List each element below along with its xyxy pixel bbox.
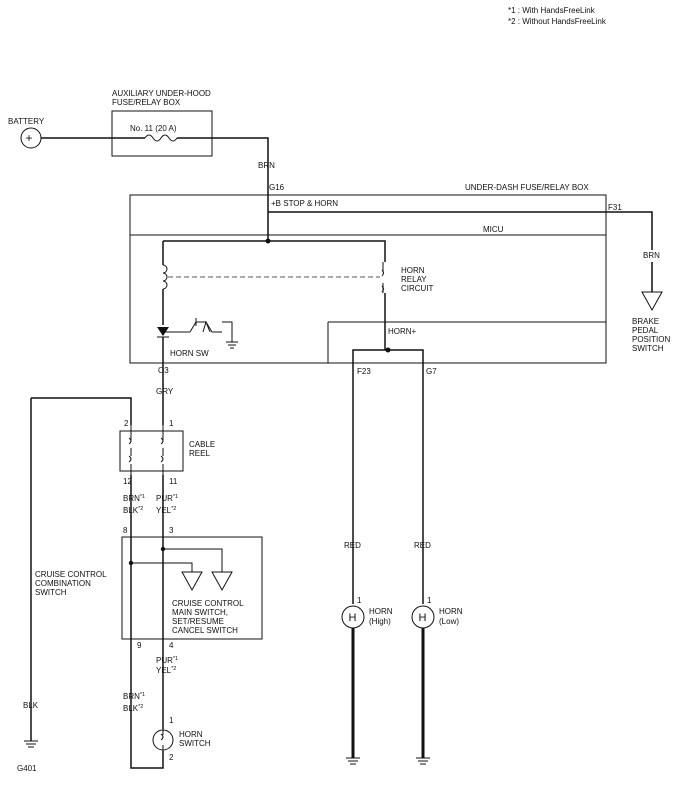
pin-4: 4 [169,641,174,650]
horn-low-pin-1: 1 [427,596,432,605]
aux-box-title-line2: FUSE/RELAY BOX [112,98,181,107]
horn-high-pin-1: 1 [357,596,362,605]
under-dash-box-title: UNDER-DASH FUSE/RELAY BOX [465,183,589,192]
wire-color-brn-battery: BRN [258,161,275,170]
horn-low-label-line1: HORN [439,607,463,616]
brake-switch-label-line3: POSITION [632,335,670,344]
horn-switch-pin-2: 2 [169,753,174,762]
relay-coil-icon [162,264,168,290]
pin-2: 2 [124,419,129,428]
wire-color-brn-b: BRN*1 [123,692,145,701]
horn-high-icon: H [341,605,365,629]
wire-color-gry: GRY [156,387,174,396]
horn-high-label-line2: (High) [369,617,391,626]
wire-color-brn-brake: BRN [643,251,660,260]
relay-contact-icon [381,262,384,293]
horn-low-ground-icon [416,757,430,765]
ground-g401-label: G401 [17,764,37,773]
fuse-icon [144,134,178,142]
pin-3: 3 [169,526,174,535]
horn-high-label-line1: HORN [369,607,393,616]
cruise-main-label-line1: CRUISE CONTROL [172,599,244,608]
transistor-icon [189,318,222,333]
cruise-main-label-line4: CANCEL SWITCH [172,626,238,635]
cruise-combo-label-line2: COMBINATION [35,579,91,588]
cable-reel-box [119,430,184,472]
wire-color-blk-a: BLK*2 [123,506,143,515]
circuit-stop-horn-label: +B STOP & HORN [271,199,338,208]
cruise-combo-label-line1: CRUISE CONTROL [35,570,107,579]
ground-g401-icon [24,740,38,748]
wire-color-red-low: RED [414,541,431,550]
wire-color-pur-a: PUR*1 [156,494,178,503]
svg-text:H: H [419,612,427,624]
pin-12: 12 [123,477,132,486]
battery-icon: + [20,127,42,149]
wire-color-pur-b: PUR*1 [156,656,178,665]
cruise-switch-icon-1 [181,571,203,592]
pin-11: 11 [169,477,178,486]
under-dash-fuse-relay-box [129,194,607,364]
cruise-combo-label-line3: SWITCH [35,588,67,597]
aux-fuse-relay-box [111,110,213,157]
horn-switch-icon [152,729,174,757]
brake-switch-label-line4: SWITCH [632,344,664,353]
aux-box-title-line1: AUXILIARY UNDER-HOOD [112,89,211,98]
terminal-f31: F31 [608,203,622,212]
micu-label: MICU [483,225,504,234]
wire-color-yel-b: YEL*2 [156,666,176,675]
horn-low-label-line2: (Low) [439,617,459,626]
horn-switch-pin-1: 1 [169,716,174,725]
cable-reel-contact-icon [128,425,164,475]
wire-color-blk-b: BLK*2 [123,704,143,713]
wire-color-blk-ground: BLK [23,701,39,710]
cruise-main-label-line3: SET/RESUME [172,617,224,626]
horn-relay-circuit-line1: HORN [401,266,425,275]
internal-ground-icon [226,341,238,349]
horn-high-ground-icon [346,757,360,765]
brake-switch-label-line1: BRAKE [632,317,659,326]
brake-switch-icon [641,291,663,312]
terminal-g7: G7 [426,367,437,376]
pin-9: 9 [137,641,142,650]
horn-switch-label-line2: SWITCH [179,739,211,748]
horn-plus-label: HORN+ [388,327,417,336]
terminal-g16: G16 [269,183,285,192]
fuse-no11-label: No. 11 (20 A) [130,124,177,133]
pin-8: 8 [123,526,128,535]
terminal-f23: F23 [357,367,371,376]
horn-sw-label: HORN SW [170,349,209,358]
cruise-main-label-line2: MAIN SWITCH, [172,608,228,617]
wire-color-yel-a: YEL*2 [156,506,176,515]
brake-switch-label-line2: PEDAL [632,326,659,335]
battery-label: BATTERY [8,117,45,126]
horn-relay-circuit-line2: RELAY [401,275,427,284]
horn-switch-label-line1: HORN [179,730,203,739]
pin-1: 1 [169,419,174,428]
cruise-combination-switch-box [121,536,263,640]
svg-text:+: + [26,131,33,145]
cable-reel-label-line1: CABLE [189,440,215,449]
cruise-switch-icon-2 [211,571,233,592]
wire-color-brn-a: BRN*1 [123,494,145,503]
wire-color-red-high: RED [344,541,361,550]
svg-text:H: H [349,612,357,624]
horn-relay-circuit-line3: CIRCUIT [401,284,434,293]
note-without-handsfreelink: *2 : Without HandsFreeLink [508,17,607,26]
note-with-handsfreelink: *1 : With HandsFreeLink [508,6,596,15]
cable-reel-label-line2: REEL [189,449,210,458]
horn-low-icon: H [411,605,435,629]
